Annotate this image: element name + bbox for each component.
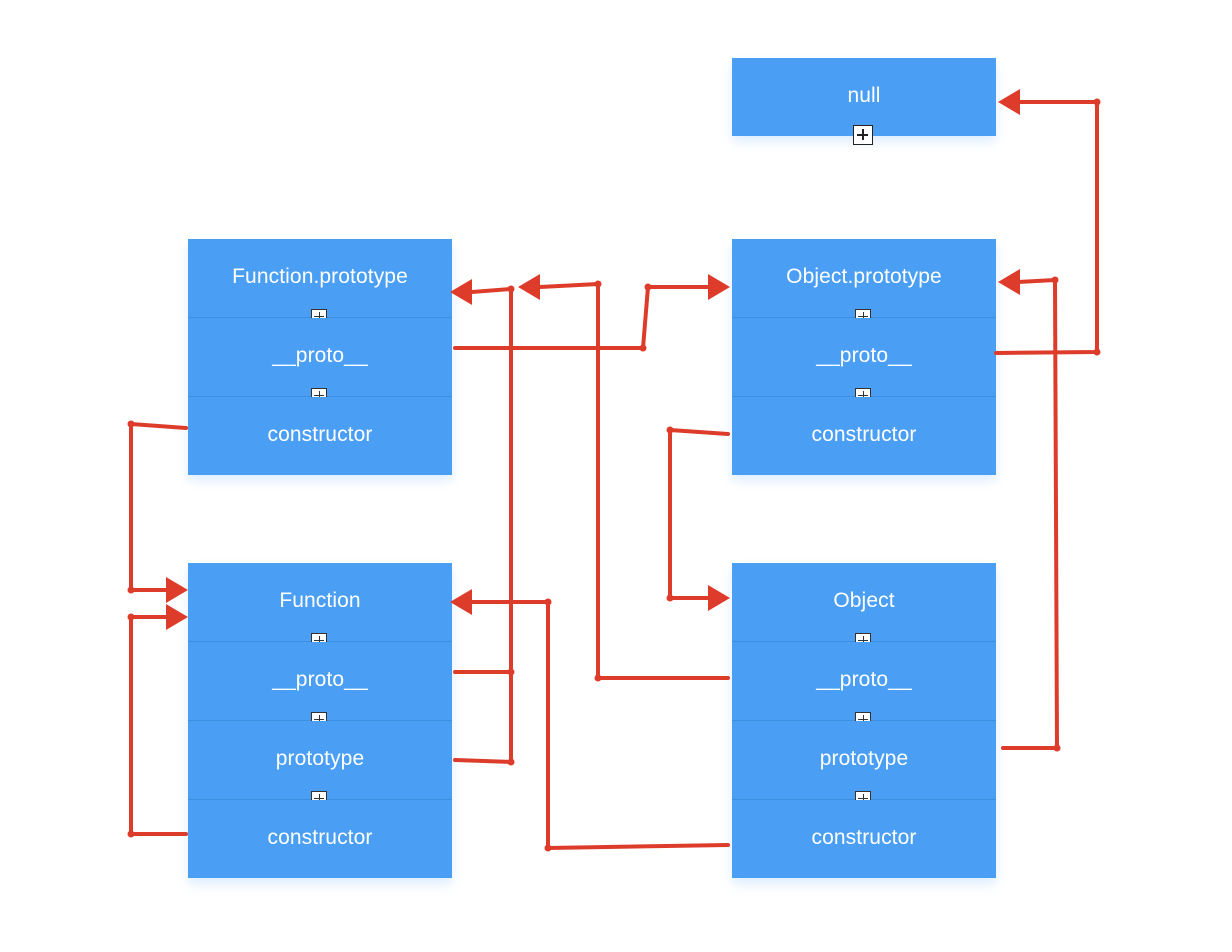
object-prototype-title: Object.prototype [786, 265, 942, 288]
object-prototype-proto-label: __proto__ [816, 344, 912, 367]
arrow-object-constructor-to-function [450, 589, 730, 852]
function-prototype-label: prototype [275, 747, 365, 770]
function-prototype-proto-cell: __proto__ [188, 318, 452, 397]
function-node: Function __proto__ prototype constructor [188, 563, 452, 878]
arrow-function-prototype-proto-to-object-prototype [453, 274, 730, 352]
function-prototype-proto-label: __proto__ [272, 344, 368, 367]
null-cell: null [732, 58, 996, 145]
object-title: Object [833, 589, 895, 612]
function-proto-label: __proto__ [272, 668, 368, 691]
null-label: null [847, 84, 881, 107]
function-prototype-constructor-cell: constructor [188, 397, 452, 475]
expand-plus-icon[interactable] [855, 712, 871, 721]
function-prototype-constructor-label: constructor [267, 423, 373, 446]
expand-plus-icon[interactable] [855, 388, 871, 397]
function-prototype-cell: prototype [188, 721, 452, 800]
expand-plus-icon[interactable] [853, 125, 873, 145]
arrow-object-prototype-proto-to-null [994, 89, 1101, 356]
expand-plus-icon[interactable] [311, 388, 327, 397]
object-prototype-constructor-label: constructor [811, 423, 917, 446]
expand-plus-icon[interactable] [311, 712, 327, 721]
object-node: Object __proto__ prototype constructor [732, 563, 996, 878]
object-prototype-title-cell: Object.prototype [732, 239, 996, 318]
expand-plus-icon[interactable] [855, 309, 871, 318]
arrow-object-prototype-to-object-prototype [998, 269, 1061, 752]
function-proto-cell: __proto__ [188, 642, 452, 721]
object-prototype-proto-cell: __proto__ [732, 318, 996, 397]
function-title: Function [279, 589, 361, 612]
null-node: null [732, 58, 996, 145]
arrow-function-constructor-to-function [127, 604, 188, 838]
object-prototype-cell: prototype [732, 721, 996, 800]
expand-plus-icon[interactable] [311, 791, 327, 800]
object-prototype-label: prototype [819, 747, 909, 770]
function-prototype-title: Function.prototype [232, 265, 408, 288]
object-prototype-node: Object.prototype __proto__ constructor [732, 239, 996, 475]
function-prototype-title-cell: Function.prototype [188, 239, 452, 318]
object-proto-cell: __proto__ [732, 642, 996, 721]
function-constructor-cell: constructor [188, 800, 452, 878]
arrow-function-proto-to-function-prototype [450, 279, 515, 766]
object-proto-label: __proto__ [816, 668, 912, 691]
object-prototype-constructor-cell: constructor [732, 397, 996, 475]
object-constructor-cell: constructor [732, 800, 996, 878]
expand-plus-icon[interactable] [855, 633, 871, 642]
arrow-function-prototype-constructor-to-function [127, 420, 188, 603]
function-prototype-node: Function.prototype __proto__ constructor [188, 239, 452, 475]
arrow-object-prototype-constructor-to-object [666, 426, 730, 611]
function-title-cell: Function [188, 563, 452, 642]
expand-plus-icon[interactable] [311, 309, 327, 318]
expand-plus-icon[interactable] [311, 633, 327, 642]
object-title-cell: Object [732, 563, 996, 642]
expand-plus-icon[interactable] [855, 791, 871, 800]
arrow-object-proto-to-function-prototype [518, 274, 730, 682]
function-constructor-label: constructor [267, 826, 373, 849]
object-constructor-label: constructor [811, 826, 917, 849]
